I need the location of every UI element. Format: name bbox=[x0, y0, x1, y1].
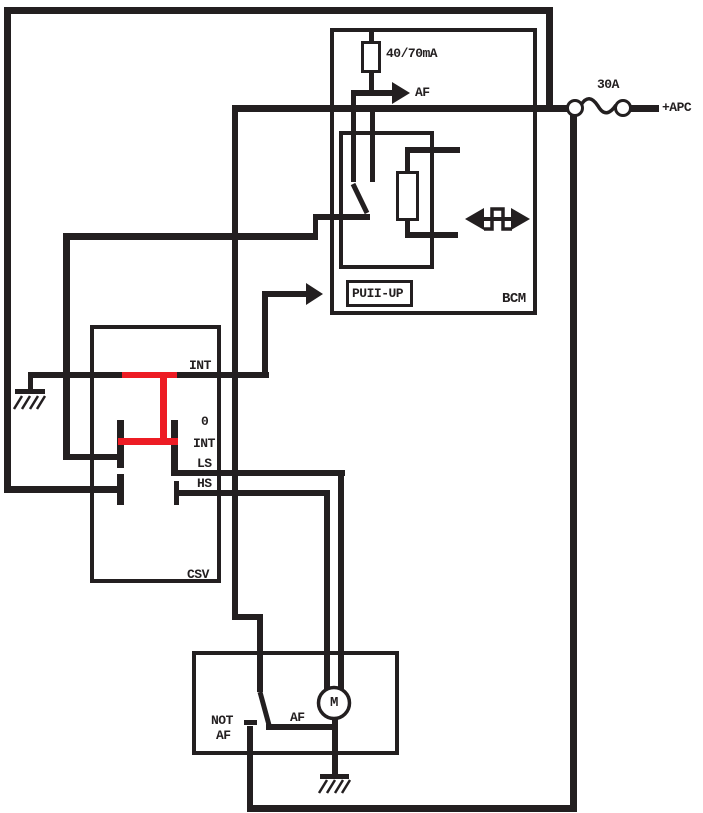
wire-apc-rail bbox=[232, 105, 568, 112]
wire-fuse-to-apc bbox=[630, 105, 659, 112]
pullup-resistor bbox=[396, 171, 419, 221]
wire-bridge-highlight bbox=[118, 438, 178, 445]
wire-upper-contact-horiz bbox=[63, 454, 120, 460]
motor-label: M bbox=[330, 695, 338, 711]
wire-resistor2-bottom-stub bbox=[405, 232, 458, 238]
wire-ground-tap bbox=[28, 372, 33, 391]
wire-af-arrow-line bbox=[351, 90, 393, 96]
csv-pos-int-label: INT bbox=[193, 436, 215, 451]
wire-top-loop bbox=[4, 7, 553, 14]
wire-right-edge bbox=[570, 114, 577, 812]
csv-pin-int-label: INT bbox=[189, 358, 211, 373]
wire-hs-drop bbox=[324, 490, 330, 689]
wire-int-highlight bbox=[122, 372, 177, 378]
wire-bcm-output-upper bbox=[313, 214, 370, 220]
pullup-label-box bbox=[346, 280, 413, 307]
resistor-rating-label: 40/70mA bbox=[386, 46, 438, 61]
not-af-label-line2: AF bbox=[216, 728, 231, 743]
wire-switch-feed-drop2 bbox=[257, 614, 263, 692]
csv-pos-zero-label: 0 bbox=[201, 414, 209, 429]
fuse-icon bbox=[566, 97, 632, 117]
apc-source-label: +APC bbox=[662, 100, 692, 115]
ground-icon-left bbox=[12, 395, 47, 410]
wire-bcm-output-lower bbox=[63, 233, 318, 240]
wire-switch-feed-step bbox=[232, 614, 263, 620]
resistor-40-70ma bbox=[361, 41, 381, 73]
csv-pin-hs-label: HS bbox=[197, 476, 212, 491]
wire-motor-ground bbox=[332, 717, 338, 775]
af-position-label: AF bbox=[290, 710, 305, 725]
ground-bar-left bbox=[15, 389, 45, 394]
wire-bridge-vert-highlight bbox=[160, 372, 167, 445]
wire-switch-feed-drop bbox=[232, 105, 238, 620]
pullup-label: PUII-UP bbox=[352, 286, 404, 301]
wire-resistor1-bottom-lead bbox=[369, 72, 374, 92]
wire-int-arrow-horiz bbox=[262, 291, 306, 297]
wire-resistor1-top-lead bbox=[369, 30, 374, 43]
wire-ls-drop bbox=[338, 470, 344, 689]
fuse-rating-label: 30A bbox=[597, 77, 619, 92]
wire-resistor2-bottom-lead bbox=[405, 219, 410, 235]
wire-hs-pin bbox=[176, 490, 330, 496]
csv-label: CSV bbox=[187, 567, 209, 582]
int-arrow-icon bbox=[306, 283, 323, 305]
wire-int-arrow-vert bbox=[262, 291, 268, 376]
wire-ls-pin bbox=[171, 470, 345, 476]
wire-resistor2-top-lead bbox=[405, 147, 410, 173]
ground-bar-motor bbox=[320, 774, 349, 779]
wire-resistor2-top-stub bbox=[405, 147, 460, 153]
wire-apc-contact-drop bbox=[370, 111, 375, 182]
wire-bcm-output-step bbox=[313, 214, 318, 237]
lower-contact-bar bbox=[117, 474, 124, 505]
not-af-contact-cap bbox=[244, 720, 257, 725]
wire-hs-feed bbox=[4, 486, 119, 493]
bcm-box bbox=[330, 28, 537, 315]
ls-contact-bar bbox=[171, 420, 178, 474]
wire-not-af bbox=[247, 726, 253, 812]
not-af-label-line1: NOT bbox=[211, 713, 233, 728]
hs-contact-stub bbox=[174, 481, 179, 505]
wire-top-right-drop bbox=[546, 7, 553, 108]
wire-pullup-contact-drop bbox=[351, 90, 356, 182]
wire-left-loop bbox=[4, 7, 11, 493]
motor-box bbox=[192, 651, 399, 755]
pullup-module-box bbox=[339, 131, 434, 269]
wire-int-pin-left bbox=[28, 372, 123, 378]
ground-icon-motor bbox=[317, 779, 352, 794]
af-signal-label: AF bbox=[415, 85, 430, 100]
bcm-label: BCM bbox=[502, 291, 526, 307]
wire-af-contact bbox=[266, 724, 333, 730]
wire-upper-contact-drop bbox=[63, 233, 70, 460]
csv-pin-ls-label: LS bbox=[197, 456, 212, 471]
wire-bottom-rail bbox=[247, 805, 577, 812]
wire-int-pin-right bbox=[176, 372, 269, 378]
